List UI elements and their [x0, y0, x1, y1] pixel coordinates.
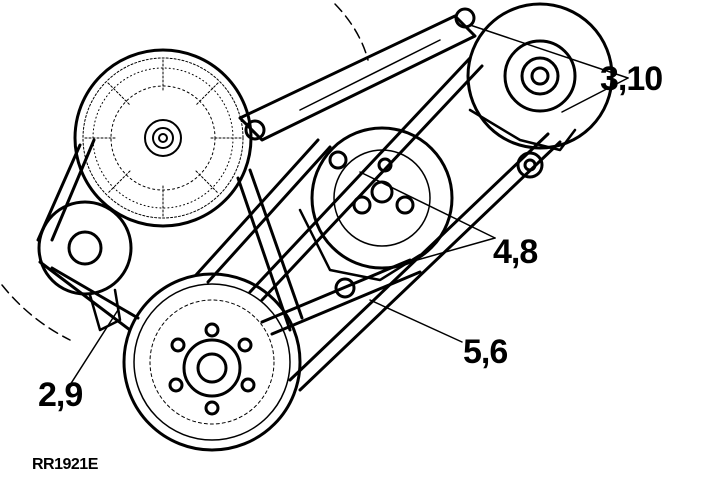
- pump-body: [468, 108, 577, 152]
- callout-label-5-6: 5,6: [463, 333, 508, 371]
- viscous-fan-coupling: [73, 48, 253, 228]
- tensioner-arm-rib: [299, 39, 441, 111]
- callout-label-3-10: 3,10: [600, 60, 663, 98]
- figure-reference-code: RR1921E: [32, 456, 98, 473]
- pulley-power-steering: [466, 2, 614, 150]
- leader-lines: [69, 24, 629, 386]
- tensioner-arm: [238, 14, 477, 142]
- drive-belt-pump: [248, 56, 562, 392]
- drive-belt-fan: [36, 138, 304, 332]
- drive-belt-ac: [194, 138, 422, 336]
- leader-5-6: [369, 299, 463, 343]
- callout-label-4-8: 4,8: [493, 233, 538, 271]
- pulley-idler: [37, 200, 133, 296]
- compressor-body: [298, 208, 422, 282]
- callout-label-2-9: 2,9: [38, 376, 83, 414]
- pulley-crankshaft: [122, 272, 302, 452]
- leader-3-10-b: [561, 77, 629, 113]
- arm-lower-bolt: [244, 119, 266, 141]
- arm-pivot-bolt: [454, 7, 476, 29]
- leader-3-10: [469, 24, 629, 79]
- pump-mount-bolt: [516, 151, 544, 179]
- engine-outline-arc: [334, 3, 369, 61]
- leader-4-8-b: [409, 237, 496, 263]
- engine-outline-arc-lower: [1, 284, 71, 341]
- leader-2-9: [69, 309, 119, 386]
- leader-4-8: [359, 171, 496, 239]
- compressor-mount-bolt: [334, 277, 356, 299]
